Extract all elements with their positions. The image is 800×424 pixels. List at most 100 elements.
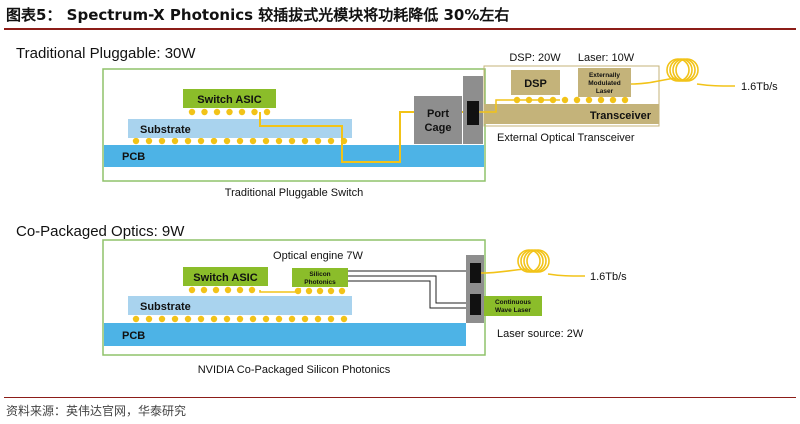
traditional-bandwidth: 1.6Tb/s [741,81,778,93]
em-laser-label-1: Externally [589,72,620,79]
cpo-electrical-trace [259,288,301,293]
silicon-photonics-label-2: Photonics [304,279,336,286]
solder-bump [263,108,271,116]
traditional-switch-asic-label: Switch ASIC [197,94,261,106]
solder-bump [184,315,192,323]
solder-bump [340,315,348,323]
solder-bump [201,108,208,116]
cpo-switch-asic-label: Switch ASIC [193,272,257,284]
cpo-asic-bumps [188,286,346,295]
solder-bump [197,137,205,145]
traditional-pcb [104,145,484,167]
solder-bump [275,315,283,323]
traditional-electrical-trace [259,111,470,163]
port-cage [414,96,462,144]
cw-laser-label-1: Continuous [495,299,531,306]
traditional-fiber-line [630,77,736,87]
bottom-rule [4,397,796,398]
solder-bump [158,137,166,145]
silicon-photonics-chip [292,268,348,287]
solder-bump [262,137,270,145]
solder-bump [184,137,192,145]
solder-bump [249,315,257,323]
solder-bump [585,96,593,104]
cpo-bandwidth: 1.6Tb/s [590,271,627,283]
transceiver-trace [479,99,560,113]
em-laser-label-2: Modulated [588,80,621,87]
optical-engine-label: Optical engine 7W [273,250,363,262]
solder-bump [327,287,335,295]
solder-bump [210,137,218,145]
traditional-substrate-bumps [132,137,348,145]
solder-bump [236,137,244,145]
cw-laser-label-2: Wave Laser [495,307,531,314]
cpo-substrate-label: Substrate [140,301,191,313]
cpo-substrate-bumps [132,315,348,323]
cpo-fiber-connector [470,263,481,283]
solder-bump [212,286,220,294]
cpo-optical-line-3 [348,280,468,309]
traditional-switch-asic [183,89,276,108]
cpo-switch-asic [183,267,268,286]
solder-bump [275,137,283,145]
solder-bump [248,286,256,294]
em-laser-label-3: Laser [596,88,614,95]
silicon-photonics-label-1: Silicon [309,271,330,278]
solder-bump [188,286,196,294]
transceiver-base [484,104,659,124]
solder-bump [316,287,324,295]
solder-bump [301,315,309,323]
external-transceiver-caption: External Optical Transceiver [497,132,635,144]
solder-bump [609,96,617,104]
solder-bump [288,137,296,145]
solder-bump [132,137,140,145]
solder-bump [301,137,309,145]
solder-bump [145,315,153,323]
solder-bump [236,286,244,294]
solder-bump [145,137,153,145]
solder-bump [200,286,208,294]
solder-bump [224,286,232,294]
solder-bump [158,315,166,323]
cpo-optical-line-2 [348,275,468,304]
solder-bump [573,96,581,104]
solder-bump [132,315,140,323]
traditional-substrate [128,119,352,138]
solder-bump [251,108,258,116]
solder-bump [621,96,629,104]
solder-bump [314,315,322,323]
solder-bump [288,315,296,323]
solder-bump [171,315,179,323]
port-cage-label-2: Cage [425,122,452,134]
em-laser-chip [578,68,631,97]
solder-bump [314,137,322,145]
solder-bump [223,315,231,323]
title-rule [4,28,796,30]
traditional-fiber-coil-icon [666,58,699,82]
solder-bump [210,315,218,323]
cpo-caption: NVIDIA Co-Packaged Silicon Photonics [198,364,391,376]
traditional-section: Traditional Pluggable: 30W PCB Substrate… [16,45,778,199]
dsp-power-label: DSP: 20W [509,52,561,64]
traditional-switch-frame [102,68,486,182]
solder-bump [327,137,335,145]
external-transceiver-frame [483,65,660,127]
traditional-caption: Traditional Pluggable Switch [225,187,363,199]
cpo-laser-connector [470,294,481,315]
solder-bump [597,96,605,104]
solder-bump [262,315,270,323]
solder-bump [327,315,335,323]
solder-bump [188,108,196,116]
cpo-fiber-line [480,268,586,277]
figure-source: 资料来源：英伟达官网，华泰研究 [6,404,187,418]
solder-bump [171,137,179,145]
cpo-section: Co-Packaged Optics: 9W Optical engine 7W… [16,223,627,376]
solder-bump [305,287,313,295]
figure-title: 图表5： Spectrum-X Photonics 较插拔式光模块将功耗降低 3… [6,6,510,24]
port-connector-plug [467,101,479,125]
laser-source-label: Laser source: 2W [497,328,584,340]
solder-bump [223,137,231,145]
solder-bump [236,315,244,323]
solder-bump [197,315,205,323]
